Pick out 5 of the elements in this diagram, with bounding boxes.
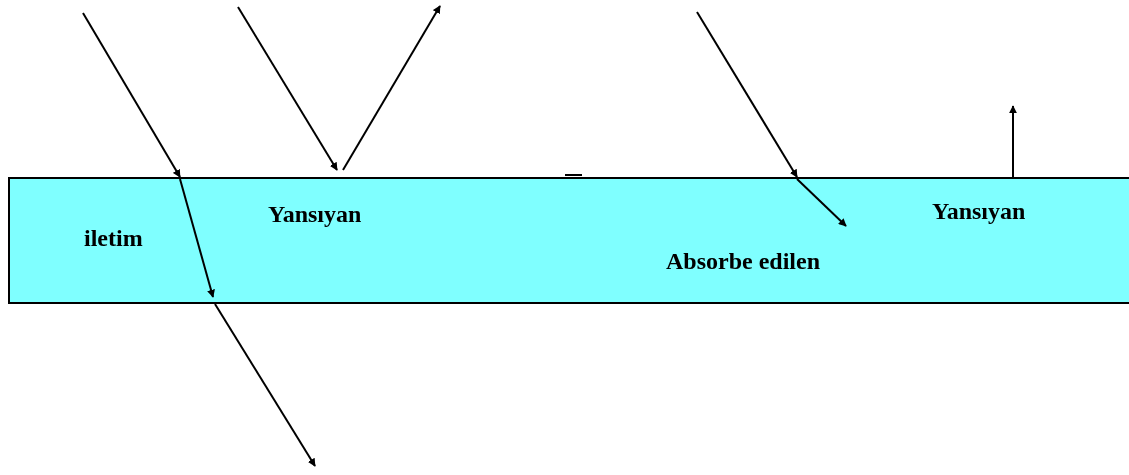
ray-label: Yansıyan (932, 199, 1026, 223)
ray-label: Absorbe edilen (666, 249, 820, 273)
ray-label: Yansıyan (268, 202, 362, 226)
ray-label: iletim (84, 226, 143, 250)
medium-slab (8, 177, 1129, 304)
